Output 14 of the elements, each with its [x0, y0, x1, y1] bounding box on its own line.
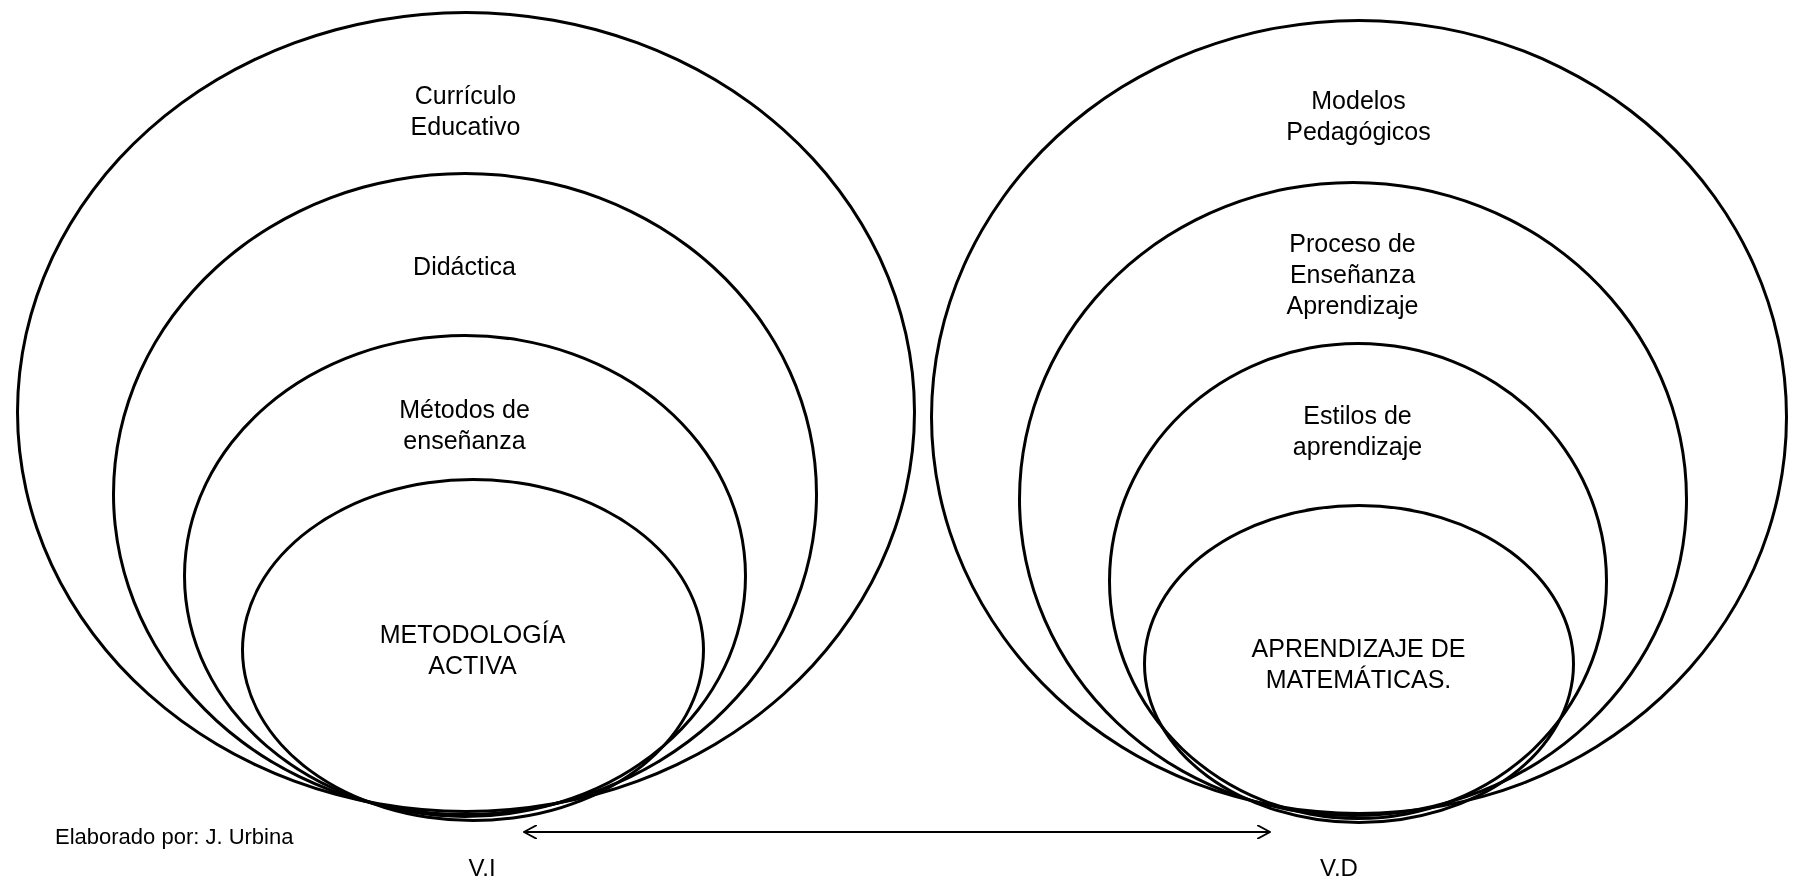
ellipse	[241, 478, 705, 822]
ellipse-label: METODOLOGÍA ACTIVA	[378, 618, 567, 681]
ellipse	[1143, 504, 1575, 824]
ellipse-label: Métodos de enseñanza	[398, 393, 531, 456]
author-note: Elaborado por: J. Urbina	[55, 824, 294, 850]
variable-label: V.D	[1320, 854, 1358, 882]
ellipse-label: APRENDIZAJE DE MATEMÁTICAS.	[1250, 632, 1467, 695]
ellipse-label: Proceso de Enseñanza Aprendizaje	[1285, 227, 1420, 322]
ellipse-label: Estilos de aprendizaje	[1291, 399, 1424, 462]
ellipse-label: Modelos Pedagógicos	[1285, 84, 1432, 147]
variable-label: V.I	[468, 854, 496, 882]
ellipse-label: Didáctica	[412, 250, 517, 282]
ellipse-label: Currículo Educativo	[409, 79, 522, 142]
double-arrow	[523, 824, 1271, 840]
